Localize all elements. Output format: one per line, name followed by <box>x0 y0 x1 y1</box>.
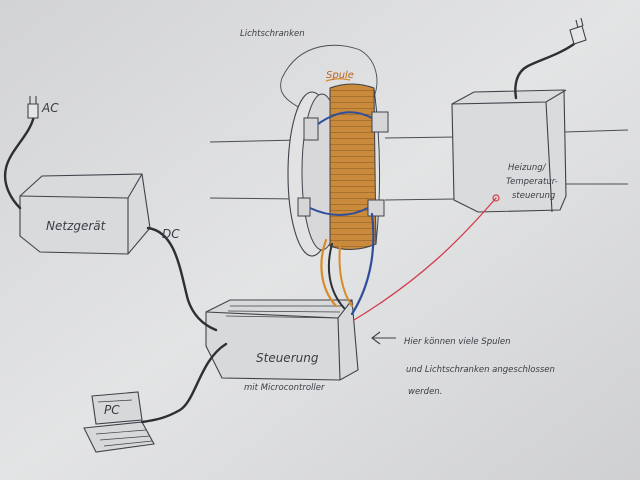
label-dc: DC <box>162 227 180 241</box>
label-pc: PC <box>104 403 120 417</box>
label-microcontroller: mit Microcontroller <box>244 383 325 393</box>
coil-windings <box>330 84 376 250</box>
label-netzgeraet: Netzgerät <box>46 219 107 233</box>
label-heizung-3: steuerung <box>512 191 556 201</box>
label-note-1: Hier können viele Spulen <box>404 337 510 347</box>
label-note-3: werden. <box>408 387 442 397</box>
label-spule: Spule <box>326 70 354 81</box>
steuerung-box <box>206 300 358 380</box>
label-heizung-1: Heizung/ <box>508 163 547 173</box>
label-lichtschranken: Lichtschranken <box>240 29 305 39</box>
netzgeraet-box <box>20 174 150 254</box>
label-note-2: und Lichtschranken angeschlossen <box>406 365 555 375</box>
label-ac: AC <box>41 101 59 115</box>
label-steuerung: Steuerung <box>256 351 319 365</box>
label-heizung-2: Temperatur- <box>506 177 558 187</box>
